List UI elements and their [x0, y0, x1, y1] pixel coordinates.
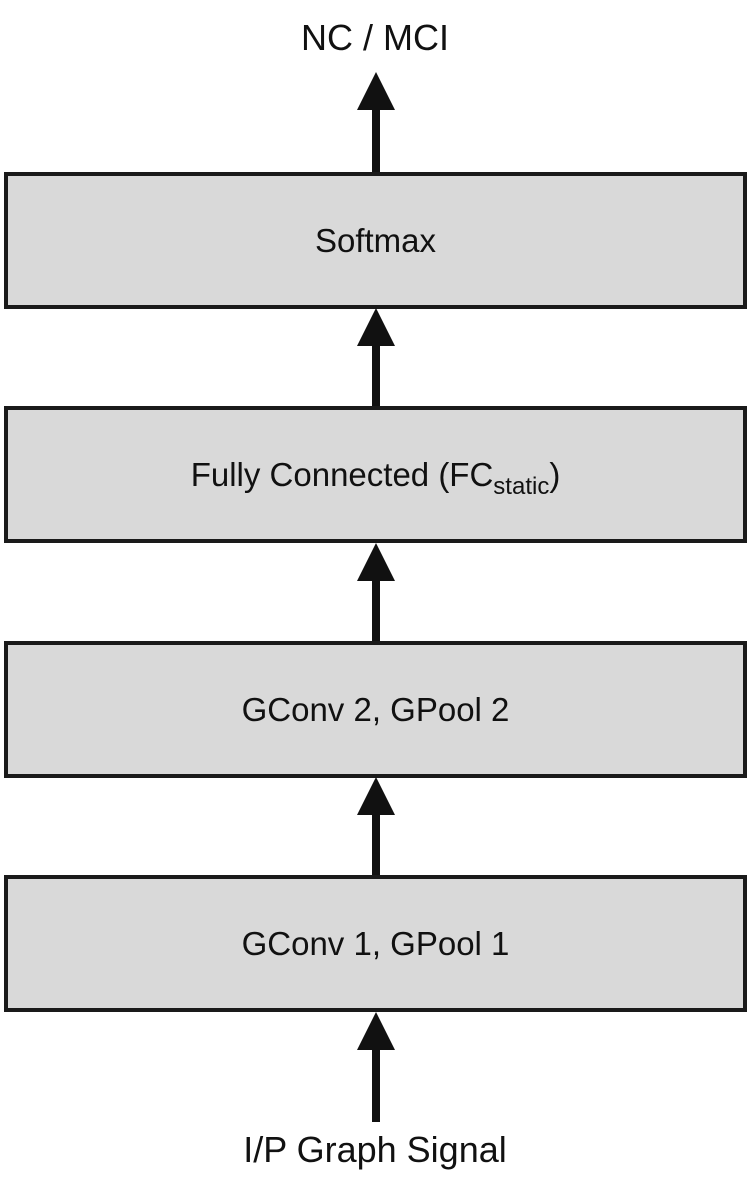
arrow-softmax-to-output	[357, 72, 395, 172]
fully-connected-layer-label: Fully Connected (FCstatic)	[190, 455, 561, 499]
arrow-fc-to-softmax	[357, 308, 395, 406]
fully-connected-layer-suffix: )	[549, 455, 561, 493]
gconv2-gpool2-layer-label: GConv 2, GPool 2	[241, 690, 510, 728]
arrow-gconv2-to-fc	[357, 543, 395, 641]
fully-connected-layer-main: Fully Connected (FC	[190, 455, 494, 493]
softmax-layer-label: Softmax	[314, 221, 437, 259]
softmax-layer-box: Softmax	[4, 172, 747, 309]
fully-connected-layer-box: Fully Connected (FCstatic)	[4, 406, 747, 543]
output-label: NC / MCI	[301, 17, 449, 58]
gconv1-gpool1-layer-label: GConv 1, GPool 1	[241, 924, 510, 962]
gconv2-gpool2-layer-box: GConv 2, GPool 2	[4, 641, 747, 778]
fully-connected-layer-subscript: static	[493, 472, 550, 500]
input-label: I/P Graph Signal	[243, 1129, 507, 1170]
arrow-input-to-gconv1	[357, 1012, 395, 1122]
gconv1-gpool1-layer-box: GConv 1, GPool 1	[4, 875, 747, 1012]
arrow-gconv1-to-gconv2	[357, 777, 395, 875]
